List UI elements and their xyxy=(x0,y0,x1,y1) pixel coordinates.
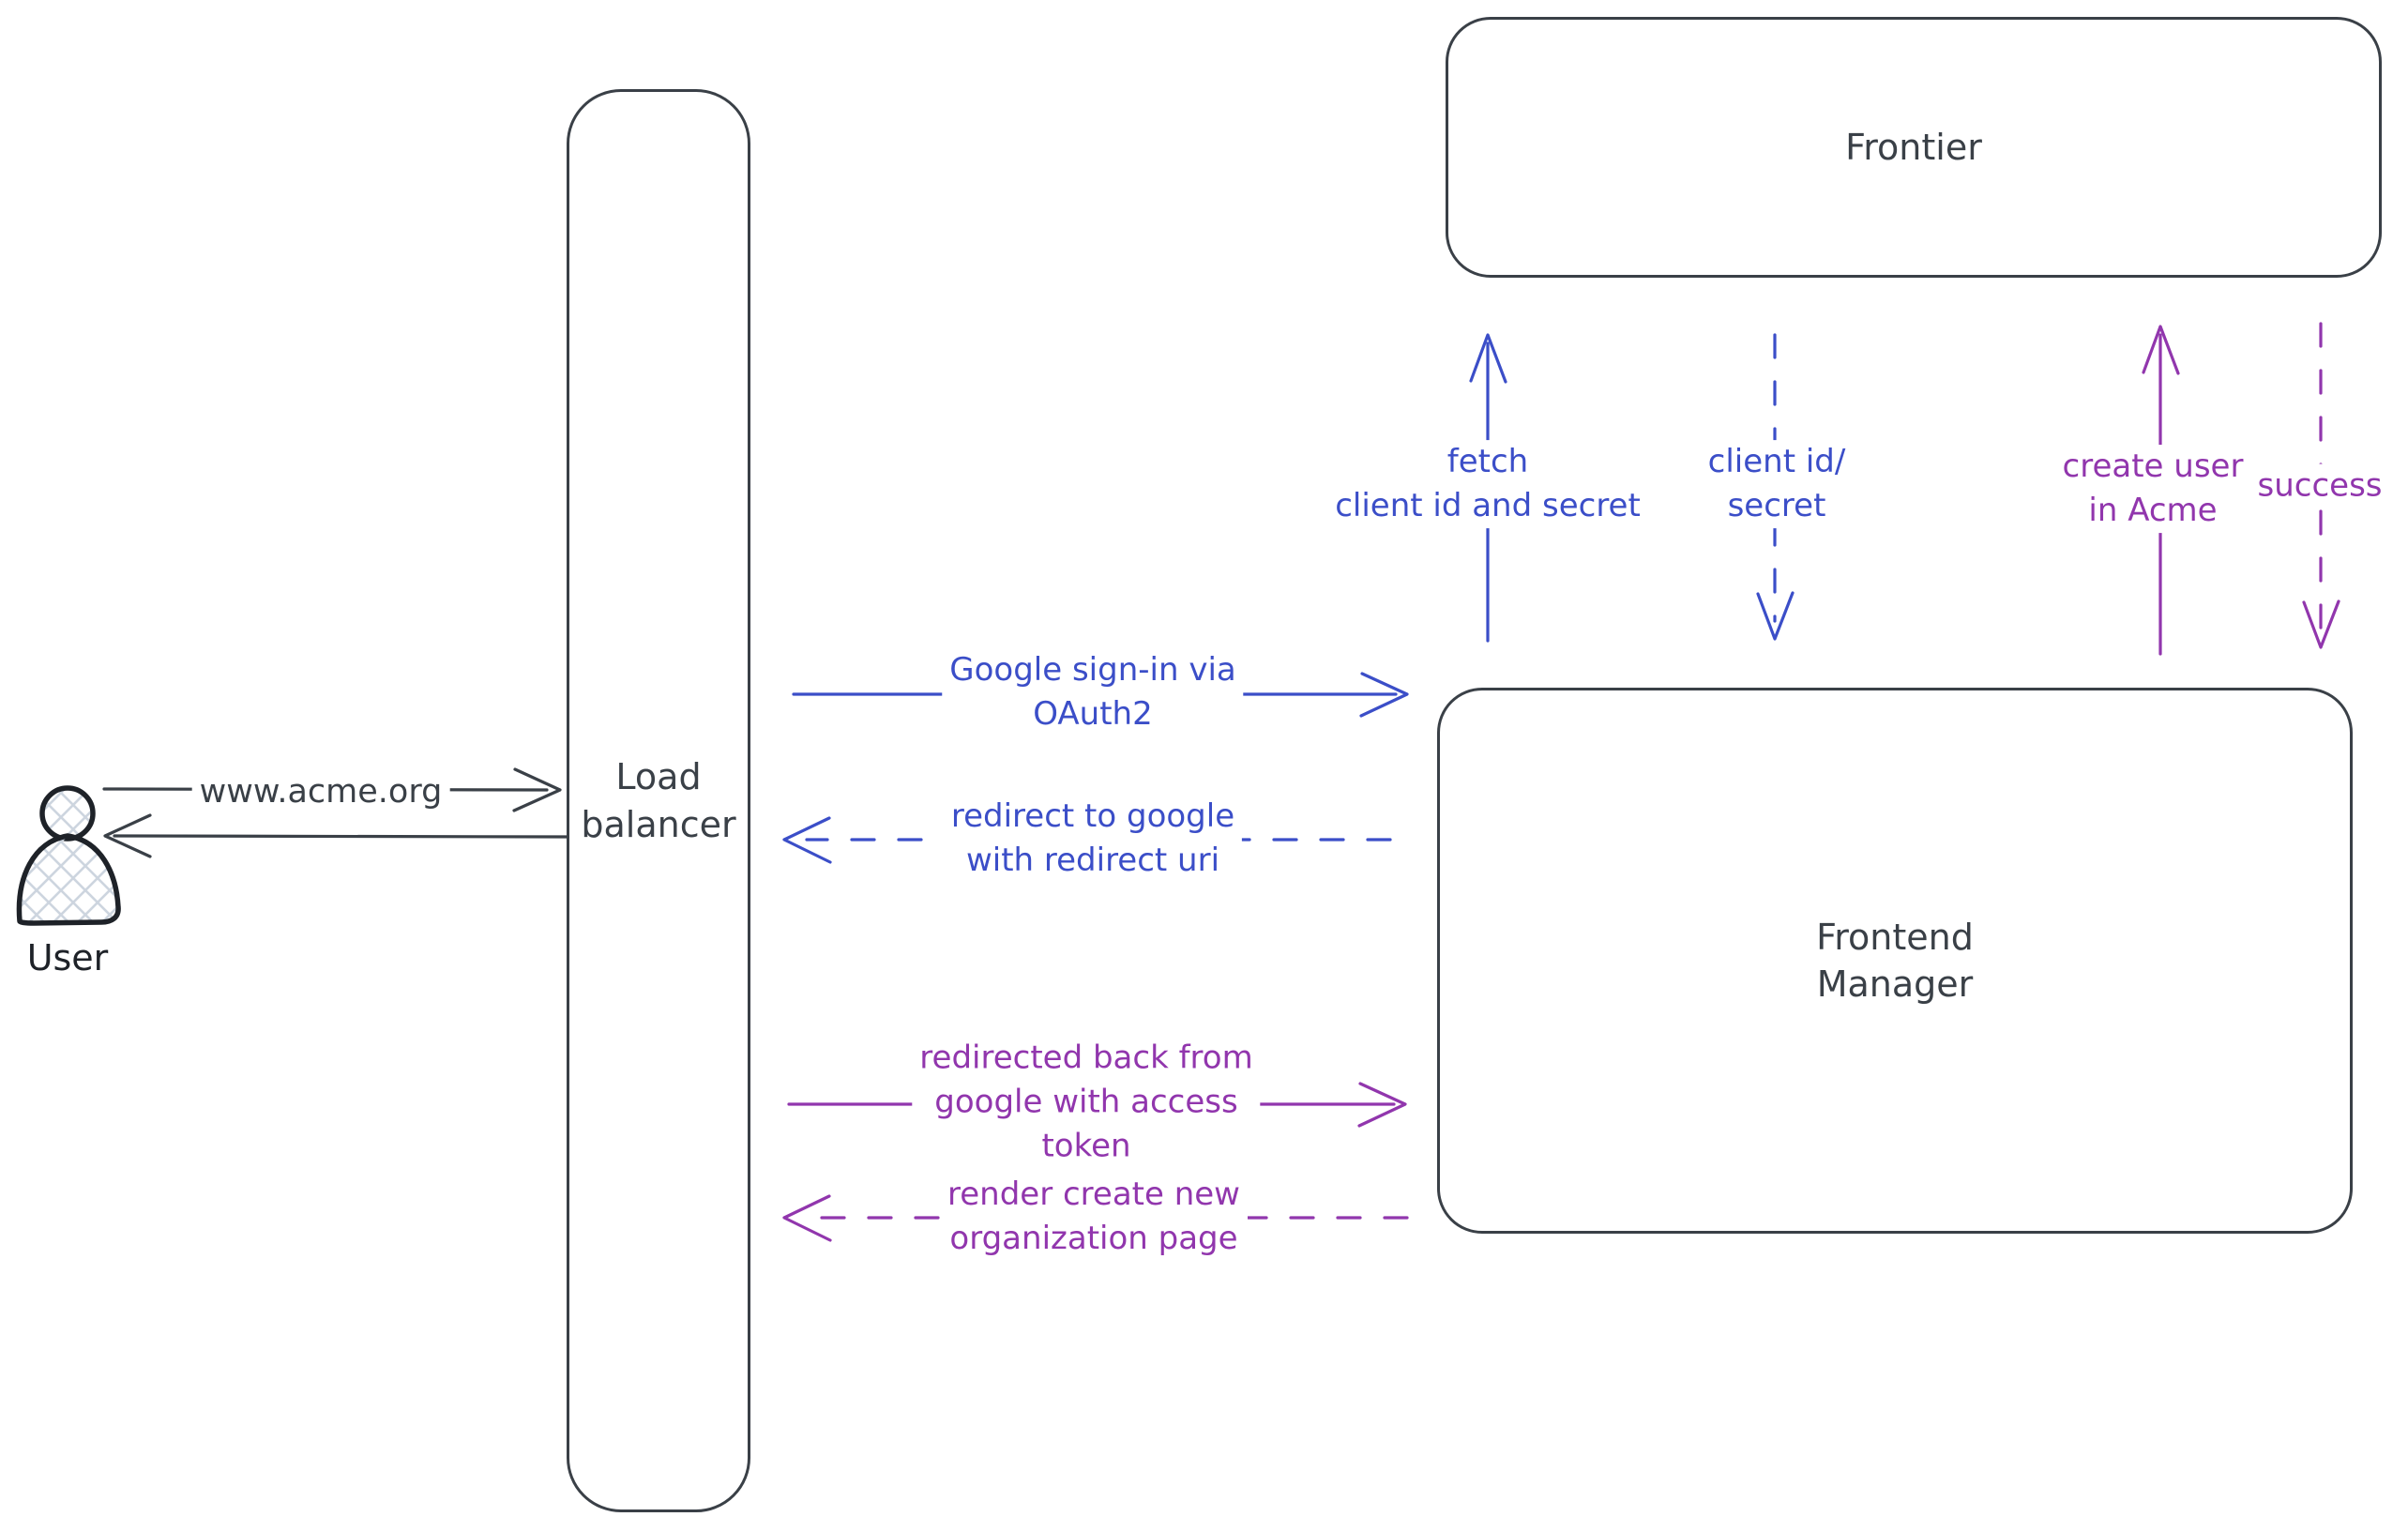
load-balancer-label: Load balancer xyxy=(581,756,736,845)
user-body xyxy=(16,833,121,926)
node-load-balancer[interactable]: Load balancer xyxy=(567,89,750,1512)
node-frontend-manager[interactable]: Frontend Manager xyxy=(1437,688,2353,1234)
edge-label-redirected-back[interactable]: redirected back from google with access … xyxy=(912,1036,1261,1169)
user-icon[interactable] xyxy=(16,785,121,926)
edge-label-client-id-secret[interactable]: client id/ secret xyxy=(1700,440,1854,528)
edge-label-success[interactable]: success xyxy=(2249,463,2390,508)
frontend-manager-label: Frontend Manager xyxy=(1816,916,1974,1005)
edge-label-redirect-google[interactable]: redirect to google with redirect uri xyxy=(943,795,1243,883)
edge-label-create-user[interactable]: create user in Acme xyxy=(2054,445,2251,533)
node-frontier[interactable]: Frontier xyxy=(1446,17,2382,278)
edge-label-fetch-secret[interactable]: fetch client id and secret xyxy=(1327,440,1648,528)
arrow-acme-response[interactable] xyxy=(103,813,568,858)
edge-label-render-page[interactable]: render create new organization page xyxy=(940,1173,1248,1261)
frontier-label: Frontier xyxy=(1845,126,1982,168)
user-label[interactable]: User xyxy=(26,937,109,978)
edge-label-acme-request[interactable]: www.acme.org xyxy=(191,768,450,815)
user-head xyxy=(39,785,96,842)
edge-label-google-signin[interactable]: Google sign-in via OAuth2 xyxy=(942,648,1244,736)
